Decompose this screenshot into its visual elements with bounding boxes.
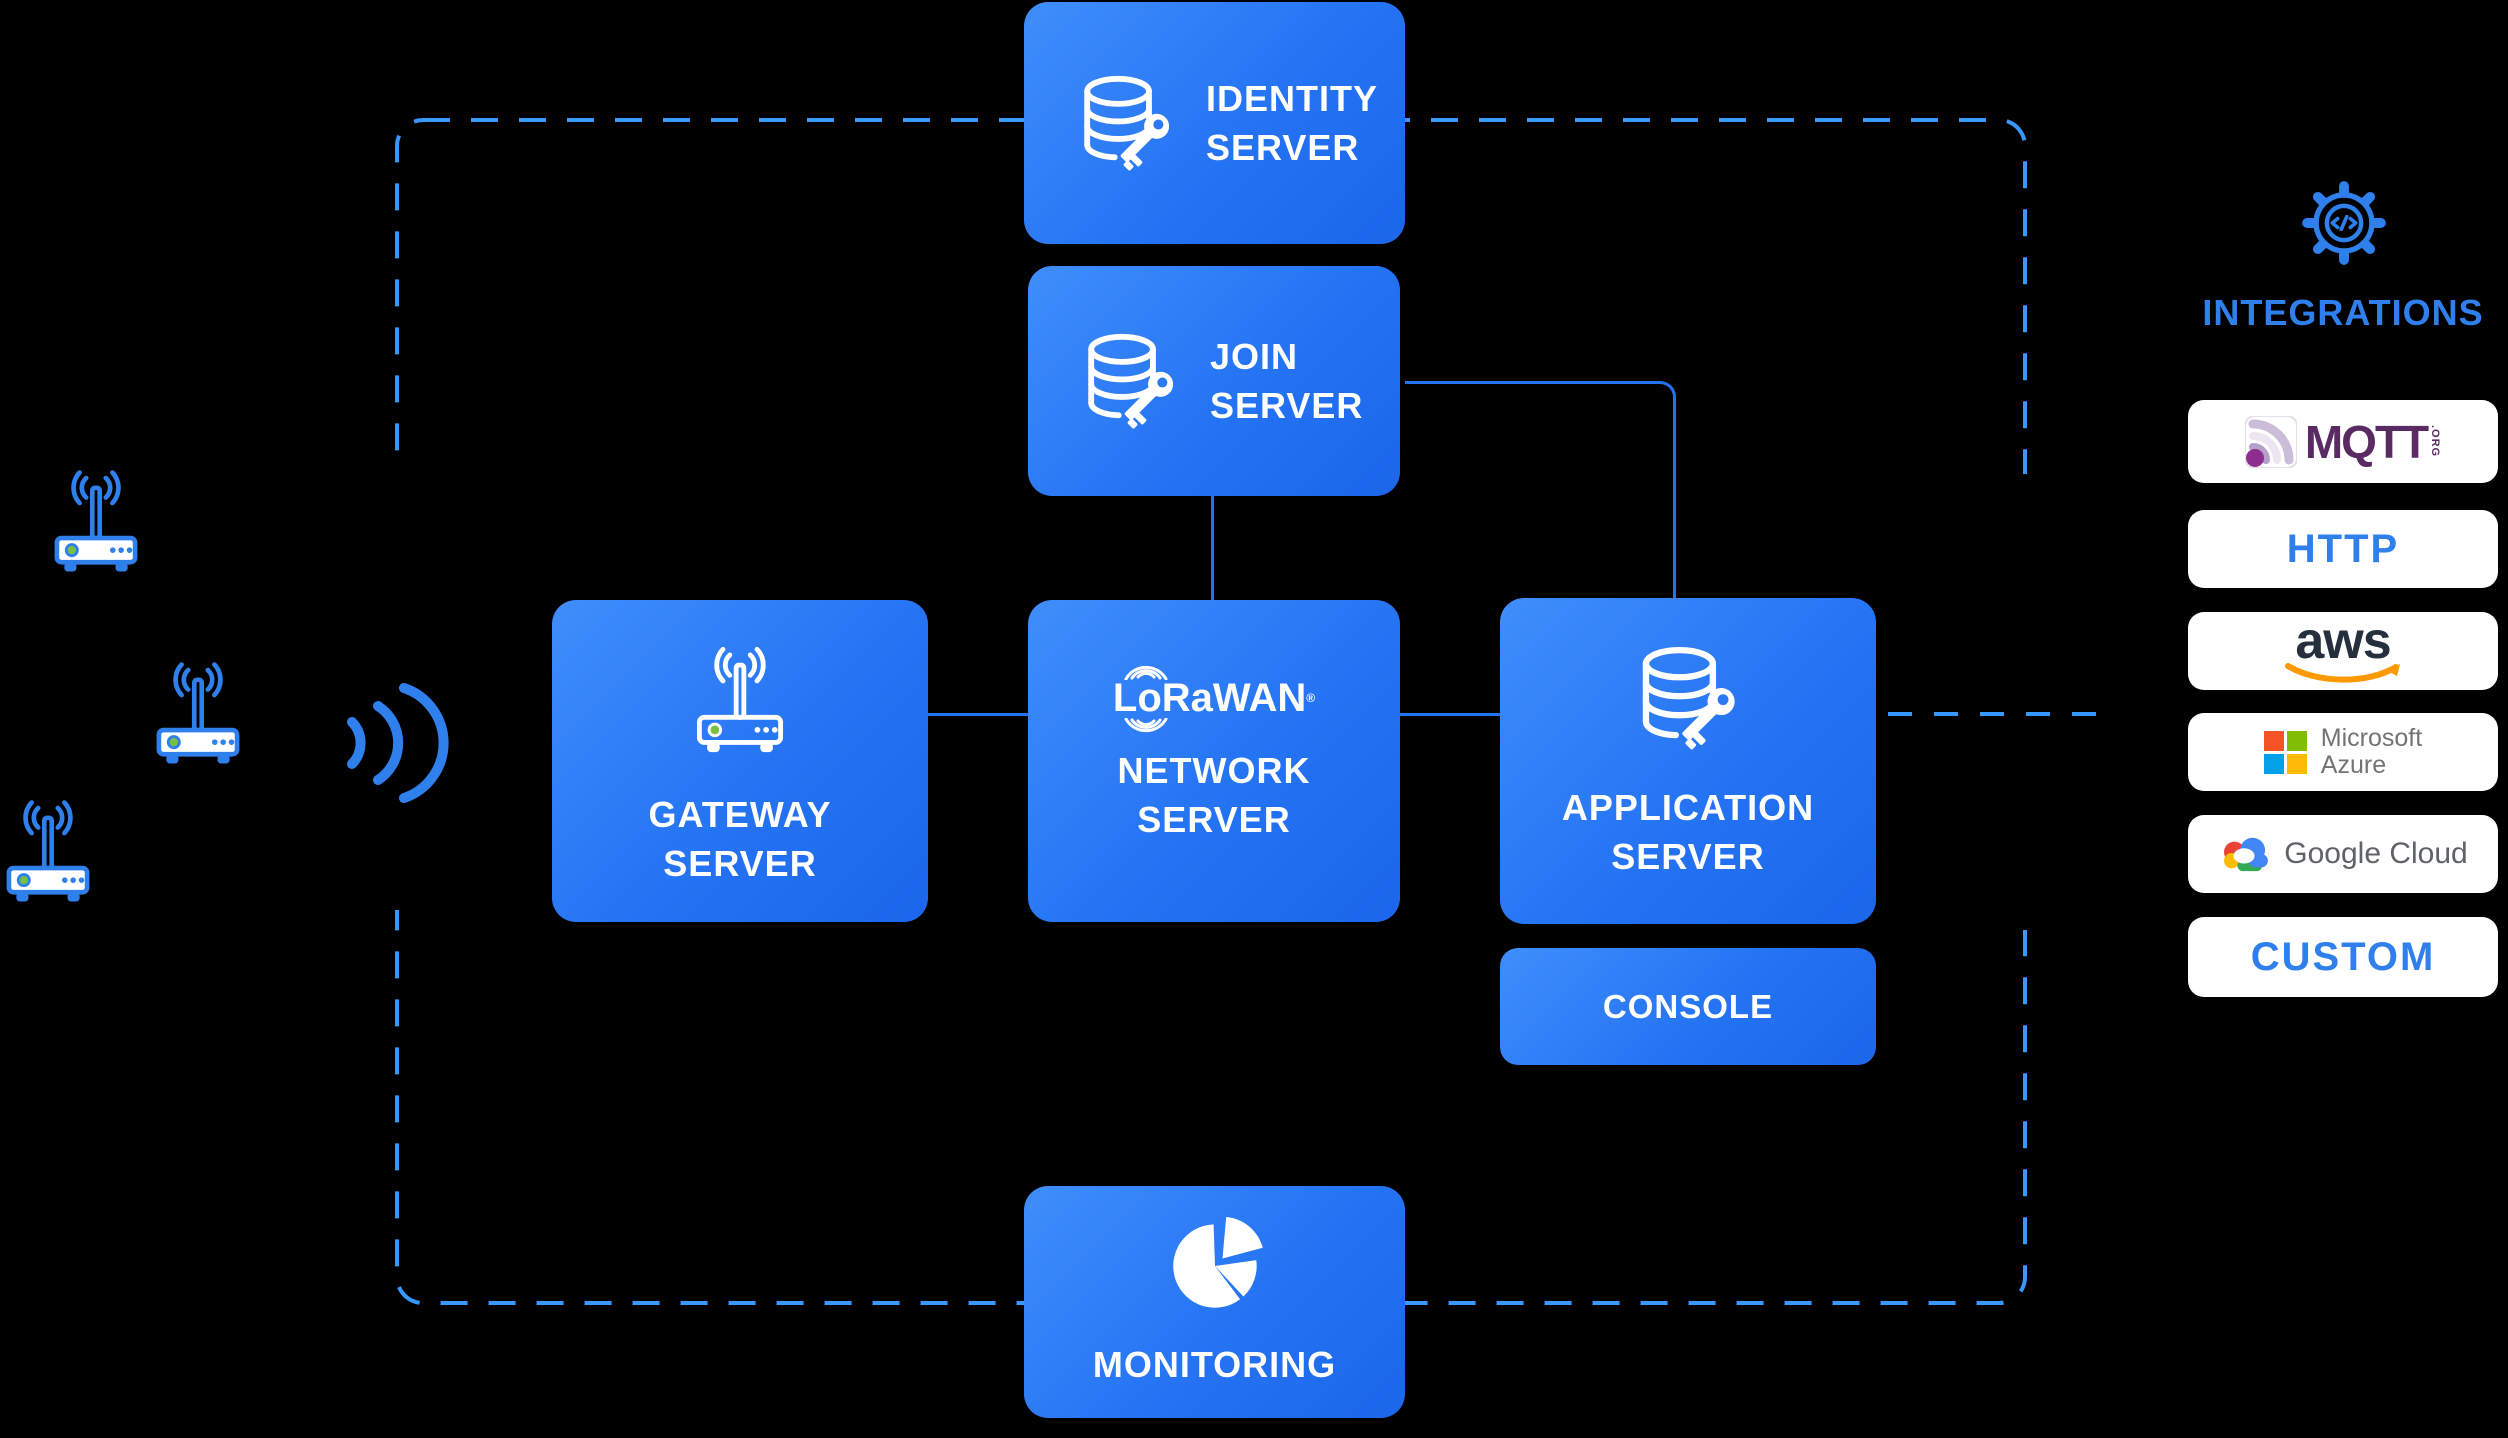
console-label: CONSOLE [1602,988,1774,1025]
google-cloud-label: Google Cloud [2284,837,2468,870]
join-server-label-line1: JOIN [1210,336,1299,377]
join-server-label-line2: SERVER [1210,385,1364,426]
monitoring-box: MONITORING [1024,1186,1405,1418]
gateway-server-label-line2: SERVER [663,843,817,884]
integrations-label: INTEGRATIONS [2202,292,2484,333]
lora-device-icon [6,800,90,902]
aws-logo-text: aws [2295,611,2391,670]
registered-mark: ® [1306,691,1316,705]
integration-card-google-cloud: Google Cloud [2188,815,2498,893]
mqtt-logo-icon [2244,415,2297,468]
gear-code-icon [2302,181,2386,265]
gateway-server-label-line1: GATEWAY [648,794,832,835]
connector-network-application [1400,713,1500,716]
connector-application-integrations [1888,712,2102,716]
azure-label-line2: Azure [2320,751,2387,779]
connector-gateway-network [928,713,1028,716]
aws-smile-icon [2285,662,2400,683]
connector-join-network [1211,492,1214,604]
integration-card-mqtt: MQTT .ORG [2188,400,2498,483]
aws-logo: aws [2284,611,2402,683]
database-key-icon [1084,75,1170,170]
azure-label-line1: Microsoft [2320,724,2423,752]
application-server-box: APPLICATION SERVER [1500,598,1876,924]
join-server-box: JOIN SERVER [1028,266,1400,496]
identity-server-box: IDENTITY SERVER [1024,2,1405,244]
lorawan-logo: LoRaWAN® [1113,665,1316,733]
integration-card-custom: CUSTOM [2188,917,2498,997]
custom-label: CUSTOM [2250,934,2436,979]
network-server-box: LoRaWAN® NETWORK SERVER [1028,600,1400,922]
mqtt-logo-text: MQTT [2304,415,2429,468]
lorawan-waves-top-icon [1124,665,1168,680]
database-key-icon [1088,333,1174,428]
identity-server-label-line1: IDENTITY [1206,78,1379,119]
mqtt-org-text: .ORG [2429,425,2442,458]
http-label: HTTP [2286,526,2400,571]
lora-device-icon [156,662,240,764]
database-key-icon [1642,646,1735,749]
gateway-router-icon [696,646,784,753]
lora-device-icon [54,470,138,572]
integration-card-azure: Microsoft Azure [2188,713,2498,791]
console-box: CONSOLE [1500,948,1876,1065]
monitoring-label: MONITORING [1092,1343,1337,1385]
identity-server-label-line2: SERVER [1206,127,1360,168]
application-server-label-line2: SERVER [1611,835,1765,877]
pie-chart-icon [1172,1216,1263,1308]
connector-join-application [1405,381,1676,603]
google-cloud-logo-icon [2224,837,2269,872]
network-server-label-line2: SERVER [1137,799,1291,840]
integration-card-http: HTTP [2188,510,2498,588]
microsoft-logo-icon [2263,730,2307,774]
lorawan-waves-bottom-icon [1124,718,1168,733]
network-server-label-line1: NETWORK [1117,750,1311,791]
integration-card-aws: aws [2188,612,2498,690]
application-server-label-line1: APPLICATION [1561,786,1815,828]
gateway-server-box: GATEWAY SERVER [552,600,928,922]
radio-waves-icon [347,683,449,803]
